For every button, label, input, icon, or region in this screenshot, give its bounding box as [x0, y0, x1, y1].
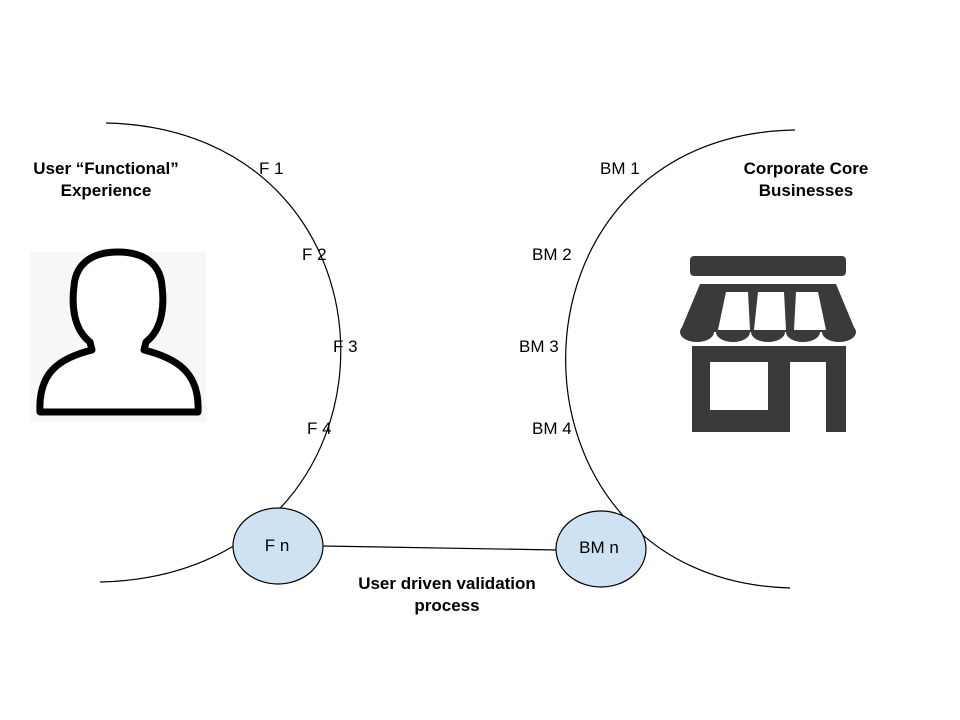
left-title-line1: User “Functional”: [33, 159, 179, 178]
person-icon: [30, 248, 206, 422]
right-arc: [565, 129, 796, 589]
right-item: BM 2: [532, 245, 572, 264]
left-title: User “Functional” Experience: [18, 158, 194, 202]
right-title-line1: Corporate Core: [743, 159, 869, 178]
connector-label-line1: User driven validation: [358, 574, 536, 593]
storefront-icon: [680, 256, 856, 432]
left-bubble-label: F n: [264, 536, 290, 555]
right-title-line2: Businesses: [758, 181, 854, 200]
connector-label-line2: process: [414, 596, 480, 615]
right-title: Corporate Core Businesses: [716, 158, 896, 202]
connector-label: User driven validation process: [342, 573, 552, 617]
right-bubble-shape: [555, 510, 647, 588]
right-item: BM 4: [532, 419, 572, 438]
left-bubble-shape: [232, 507, 324, 585]
left-item: F 1: [259, 159, 284, 178]
left-title-line2: Experience: [60, 181, 152, 200]
connector-line: [321, 545, 559, 551]
left-item: F 4: [307, 419, 332, 438]
left-arc: [99, 122, 342, 583]
left-item: F 3: [333, 337, 358, 356]
left-item: F 2: [302, 245, 327, 264]
right-item: BM 1: [600, 159, 640, 178]
right-bubble-label: BM n: [579, 538, 619, 557]
right-item: BM 3: [519, 337, 559, 356]
